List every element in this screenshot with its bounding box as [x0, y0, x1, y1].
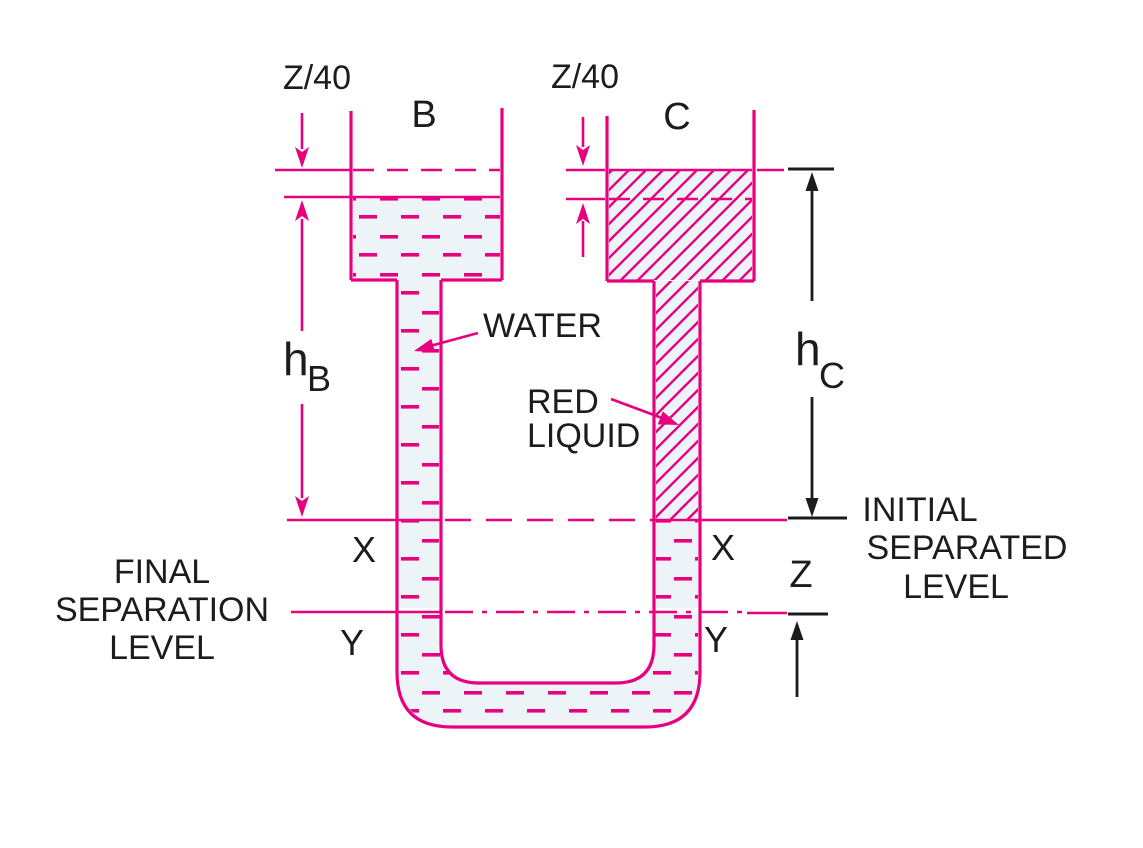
z-offset-label: Z [789, 554, 812, 596]
y-marker-right: Y [704, 619, 728, 660]
dimension-hc [805, 172, 819, 517]
hb-arrowhead-down [295, 496, 309, 517]
utube-inner-wall [439, 280, 656, 685]
red-hatch-texture [609, 171, 752, 521]
initial-level-label-line1: INITIAL [862, 491, 977, 529]
utube-outer-wall [395, 280, 702, 729]
y-marker-left: Y [340, 622, 364, 663]
z-arrowhead-up [790, 621, 804, 640]
final-separation-level-line [291, 610, 828, 616]
water-label: WATER [483, 307, 602, 345]
water-leader-line [429, 331, 479, 348]
red-liquid-label-line1: RED [527, 383, 599, 421]
water-leader-arrowhead [414, 338, 436, 353]
water-dash-texture [353, 198, 698, 725]
z40-left-arrowhead-down [295, 147, 309, 168]
z40-left-label: Z/40 [283, 59, 351, 97]
z40-right-arrowhead-up [576, 203, 590, 224]
labels: Z/40 Z/40 B C WATER RED LIQUID h B h C X… [55, 58, 1068, 667]
hb-arrowhead-up [295, 200, 309, 221]
final-level-label-line2: SEPARATION [55, 591, 269, 629]
vessel-walls [349, 108, 756, 729]
initial-level-label-line3: LEVEL [903, 568, 1009, 606]
red-liquid-label-line2: LIQUID [527, 417, 640, 455]
initial-level-label-line2: SEPARATED [867, 529, 1068, 567]
hc-label-main: h [795, 323, 821, 375]
water-fill [353, 198, 698, 725]
red-liquid-fill [609, 171, 752, 521]
x-marker-right: X [711, 527, 735, 568]
vessel-b-label: B [411, 94, 436, 136]
hc-arrowhead-up [805, 172, 819, 191]
leader-arrows [414, 331, 679, 425]
level-lines [275, 167, 834, 201]
final-level-label-line3: LEVEL [109, 629, 215, 667]
red-leader-line [610, 397, 663, 420]
z40-right-arrowhead-down [576, 145, 590, 166]
dimension-z-offset [790, 621, 804, 697]
vessel-c-label: C [663, 96, 690, 138]
hb-label-sub: B [307, 358, 331, 399]
hb-label-main: h [283, 333, 309, 385]
dimension-left [295, 113, 309, 517]
final-level-label-line1: FINAL [114, 553, 210, 591]
x-marker-left: X [352, 529, 376, 570]
initial-separated-level-line [287, 516, 847, 522]
c-level-ext-left [566, 168, 605, 201]
dimension-z40-right [576, 117, 590, 257]
z40-right-label: Z/40 [551, 58, 619, 96]
hc-arrowhead-down [805, 498, 819, 517]
red-leader-arrowhead [657, 411, 679, 425]
hc-label-sub: C [819, 355, 845, 396]
